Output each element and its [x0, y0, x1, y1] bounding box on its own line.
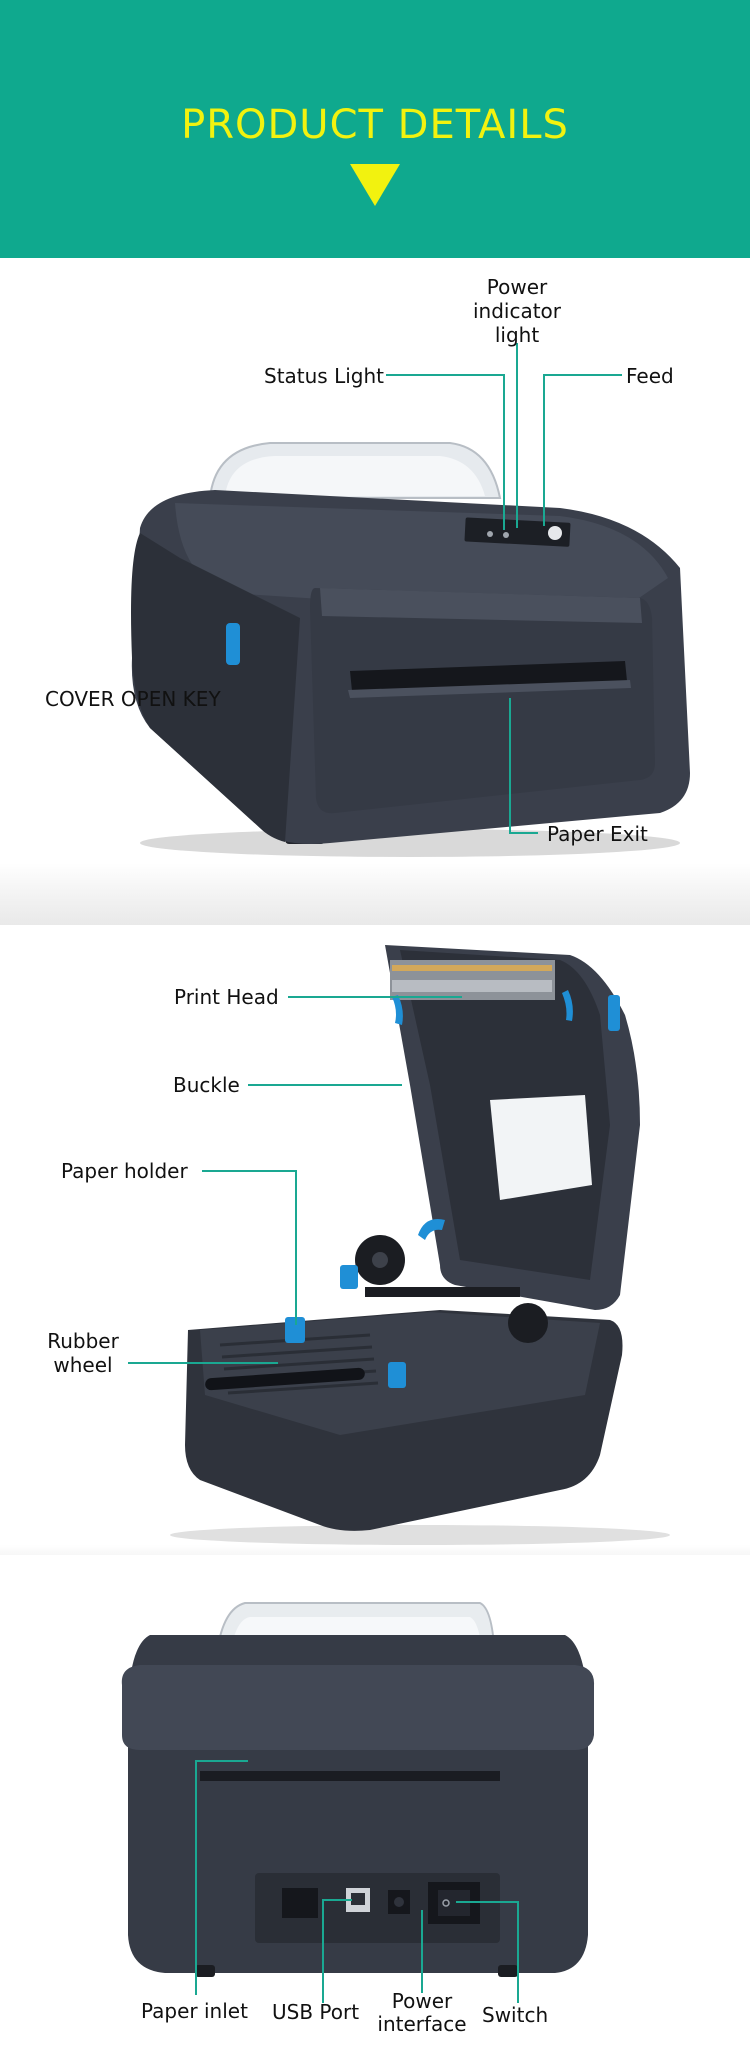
label-feed: Feed: [626, 364, 674, 388]
label-rubber-wheel-line1: Rubber: [47, 1329, 119, 1353]
label-usb-port: USB Port: [272, 2000, 360, 2024]
open-view-section: Print Head Buckle Paper holder Rubber wh…: [0, 925, 750, 1555]
label-switch: Switch: [482, 2003, 549, 2027]
label-rubber-wheel-line2: wheel: [53, 1353, 113, 1377]
back-printer-image: [121, 1602, 595, 2003]
label-power-indicator-line2: indicator: [472, 299, 562, 323]
label-buckle: Buckle: [173, 1073, 240, 1097]
label-paper-exit: Paper Exit: [547, 822, 648, 846]
header-banner: PRODUCT DETAILS: [0, 0, 750, 258]
open-printer-image: [128, 945, 670, 1545]
label-status-light: Status Light: [264, 364, 384, 388]
label-power-interface-line2: interface: [377, 2012, 467, 2036]
front-printer-image: [131, 343, 690, 857]
section-divider: [0, 863, 750, 925]
label-paper-inlet: Paper inlet: [141, 1999, 248, 2023]
label-power-indicator-line1: Power: [486, 275, 548, 299]
label-print-head: Print Head: [174, 985, 279, 1009]
front-view-section: Power indicator light Status Light Feed …: [0, 258, 750, 863]
label-paper-holder: Paper holder: [61, 1159, 188, 1183]
label-power-indicator-line3: light: [494, 323, 540, 347]
label-power-interface-line1: Power: [391, 1989, 453, 2013]
page-title: PRODUCT DETAILS: [181, 102, 569, 148]
down-arrow-icon: [350, 164, 400, 206]
label-cover-open-key: COVER OPEN KEY: [45, 687, 221, 711]
back-view-section: Paper inlet USB Port Power interface Swi…: [0, 1555, 750, 2065]
